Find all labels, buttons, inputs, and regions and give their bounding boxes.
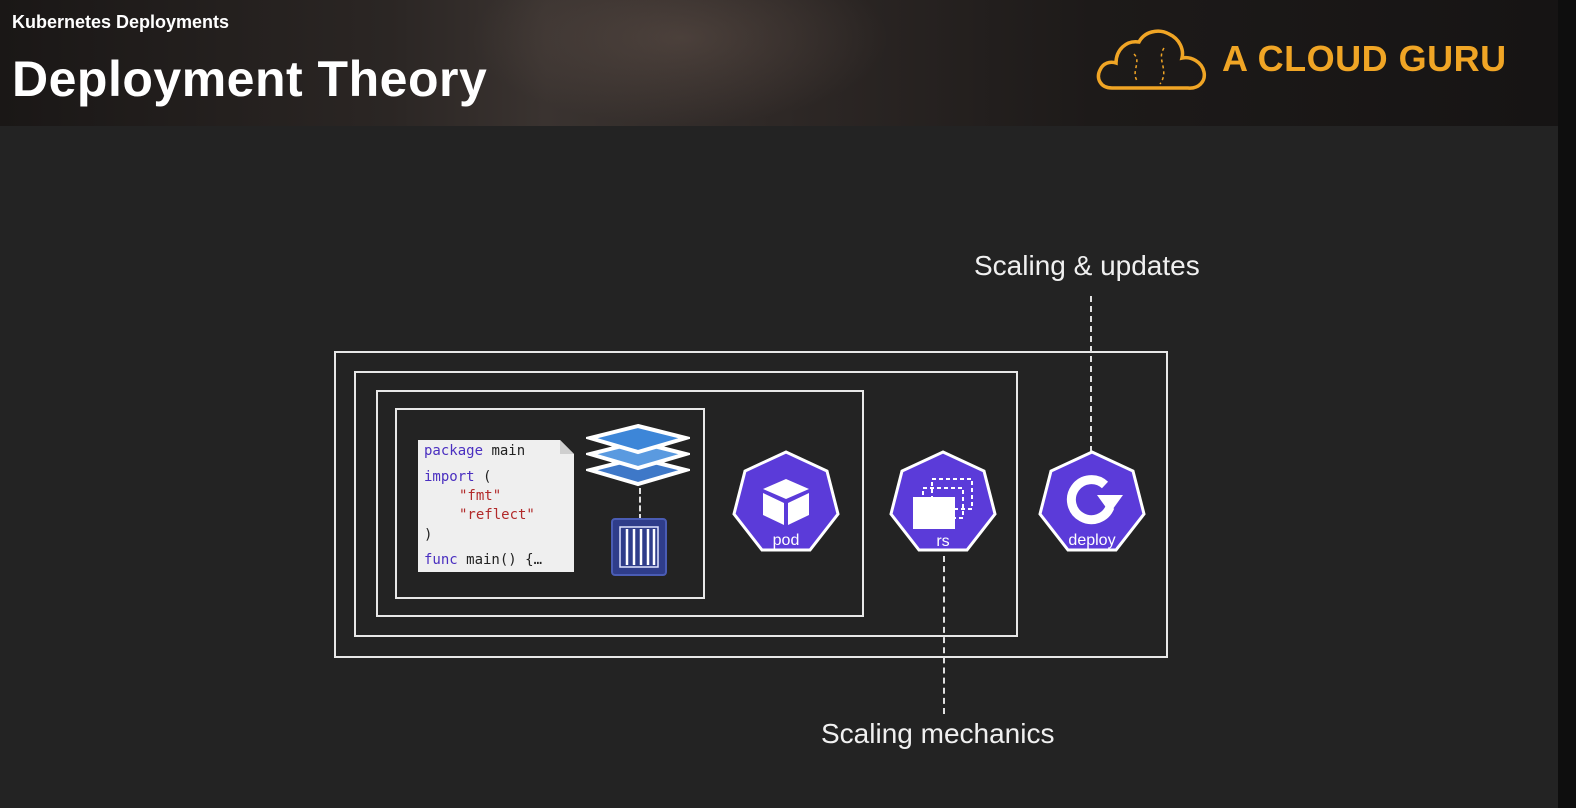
deployment-box: [334, 351, 1168, 658]
slide-title: Deployment Theory: [12, 51, 488, 107]
rs-label: rs: [936, 533, 950, 550]
code-keyword: import: [424, 469, 475, 485]
code-string: "fmt": [459, 488, 502, 504]
right-edge-strip: [1558, 0, 1576, 808]
container-box: [395, 408, 705, 599]
code-text: ): [424, 527, 433, 543]
layers-container-connector: [639, 488, 641, 520]
container-icon: [611, 518, 667, 576]
code-string: "reflect": [459, 507, 535, 523]
code-document: [418, 440, 574, 572]
replicaset-icon: [889, 450, 997, 552]
course-title: Kubernetes Deployments: [12, 12, 230, 32]
scaling-mechanics-label: Scaling mechanics: [821, 718, 1055, 749]
header-banner: [0, 0, 1558, 126]
replicaset-box: [354, 371, 1018, 637]
code-keyword: package: [424, 443, 484, 459]
pod-label: pod: [772, 532, 800, 549]
scaling-updates-label: Scaling & updates: [974, 250, 1200, 281]
code-text: main() {…: [457, 552, 543, 568]
image-layers-icon: [586, 423, 690, 487]
deploy-icon: [1038, 450, 1146, 552]
brand-name: A CLOUD GURU: [1222, 38, 1507, 79]
cloud-icon: [1096, 29, 1207, 90]
deploy-connector-line: [1090, 296, 1092, 452]
deploy-label: deploy: [1068, 532, 1116, 549]
pod-box: [376, 390, 864, 617]
code-text: main: [483, 443, 526, 459]
code-text: (: [474, 469, 492, 485]
pod-icon: [732, 450, 840, 552]
rs-connector-line: [943, 556, 945, 714]
code-keyword: func: [424, 552, 458, 568]
